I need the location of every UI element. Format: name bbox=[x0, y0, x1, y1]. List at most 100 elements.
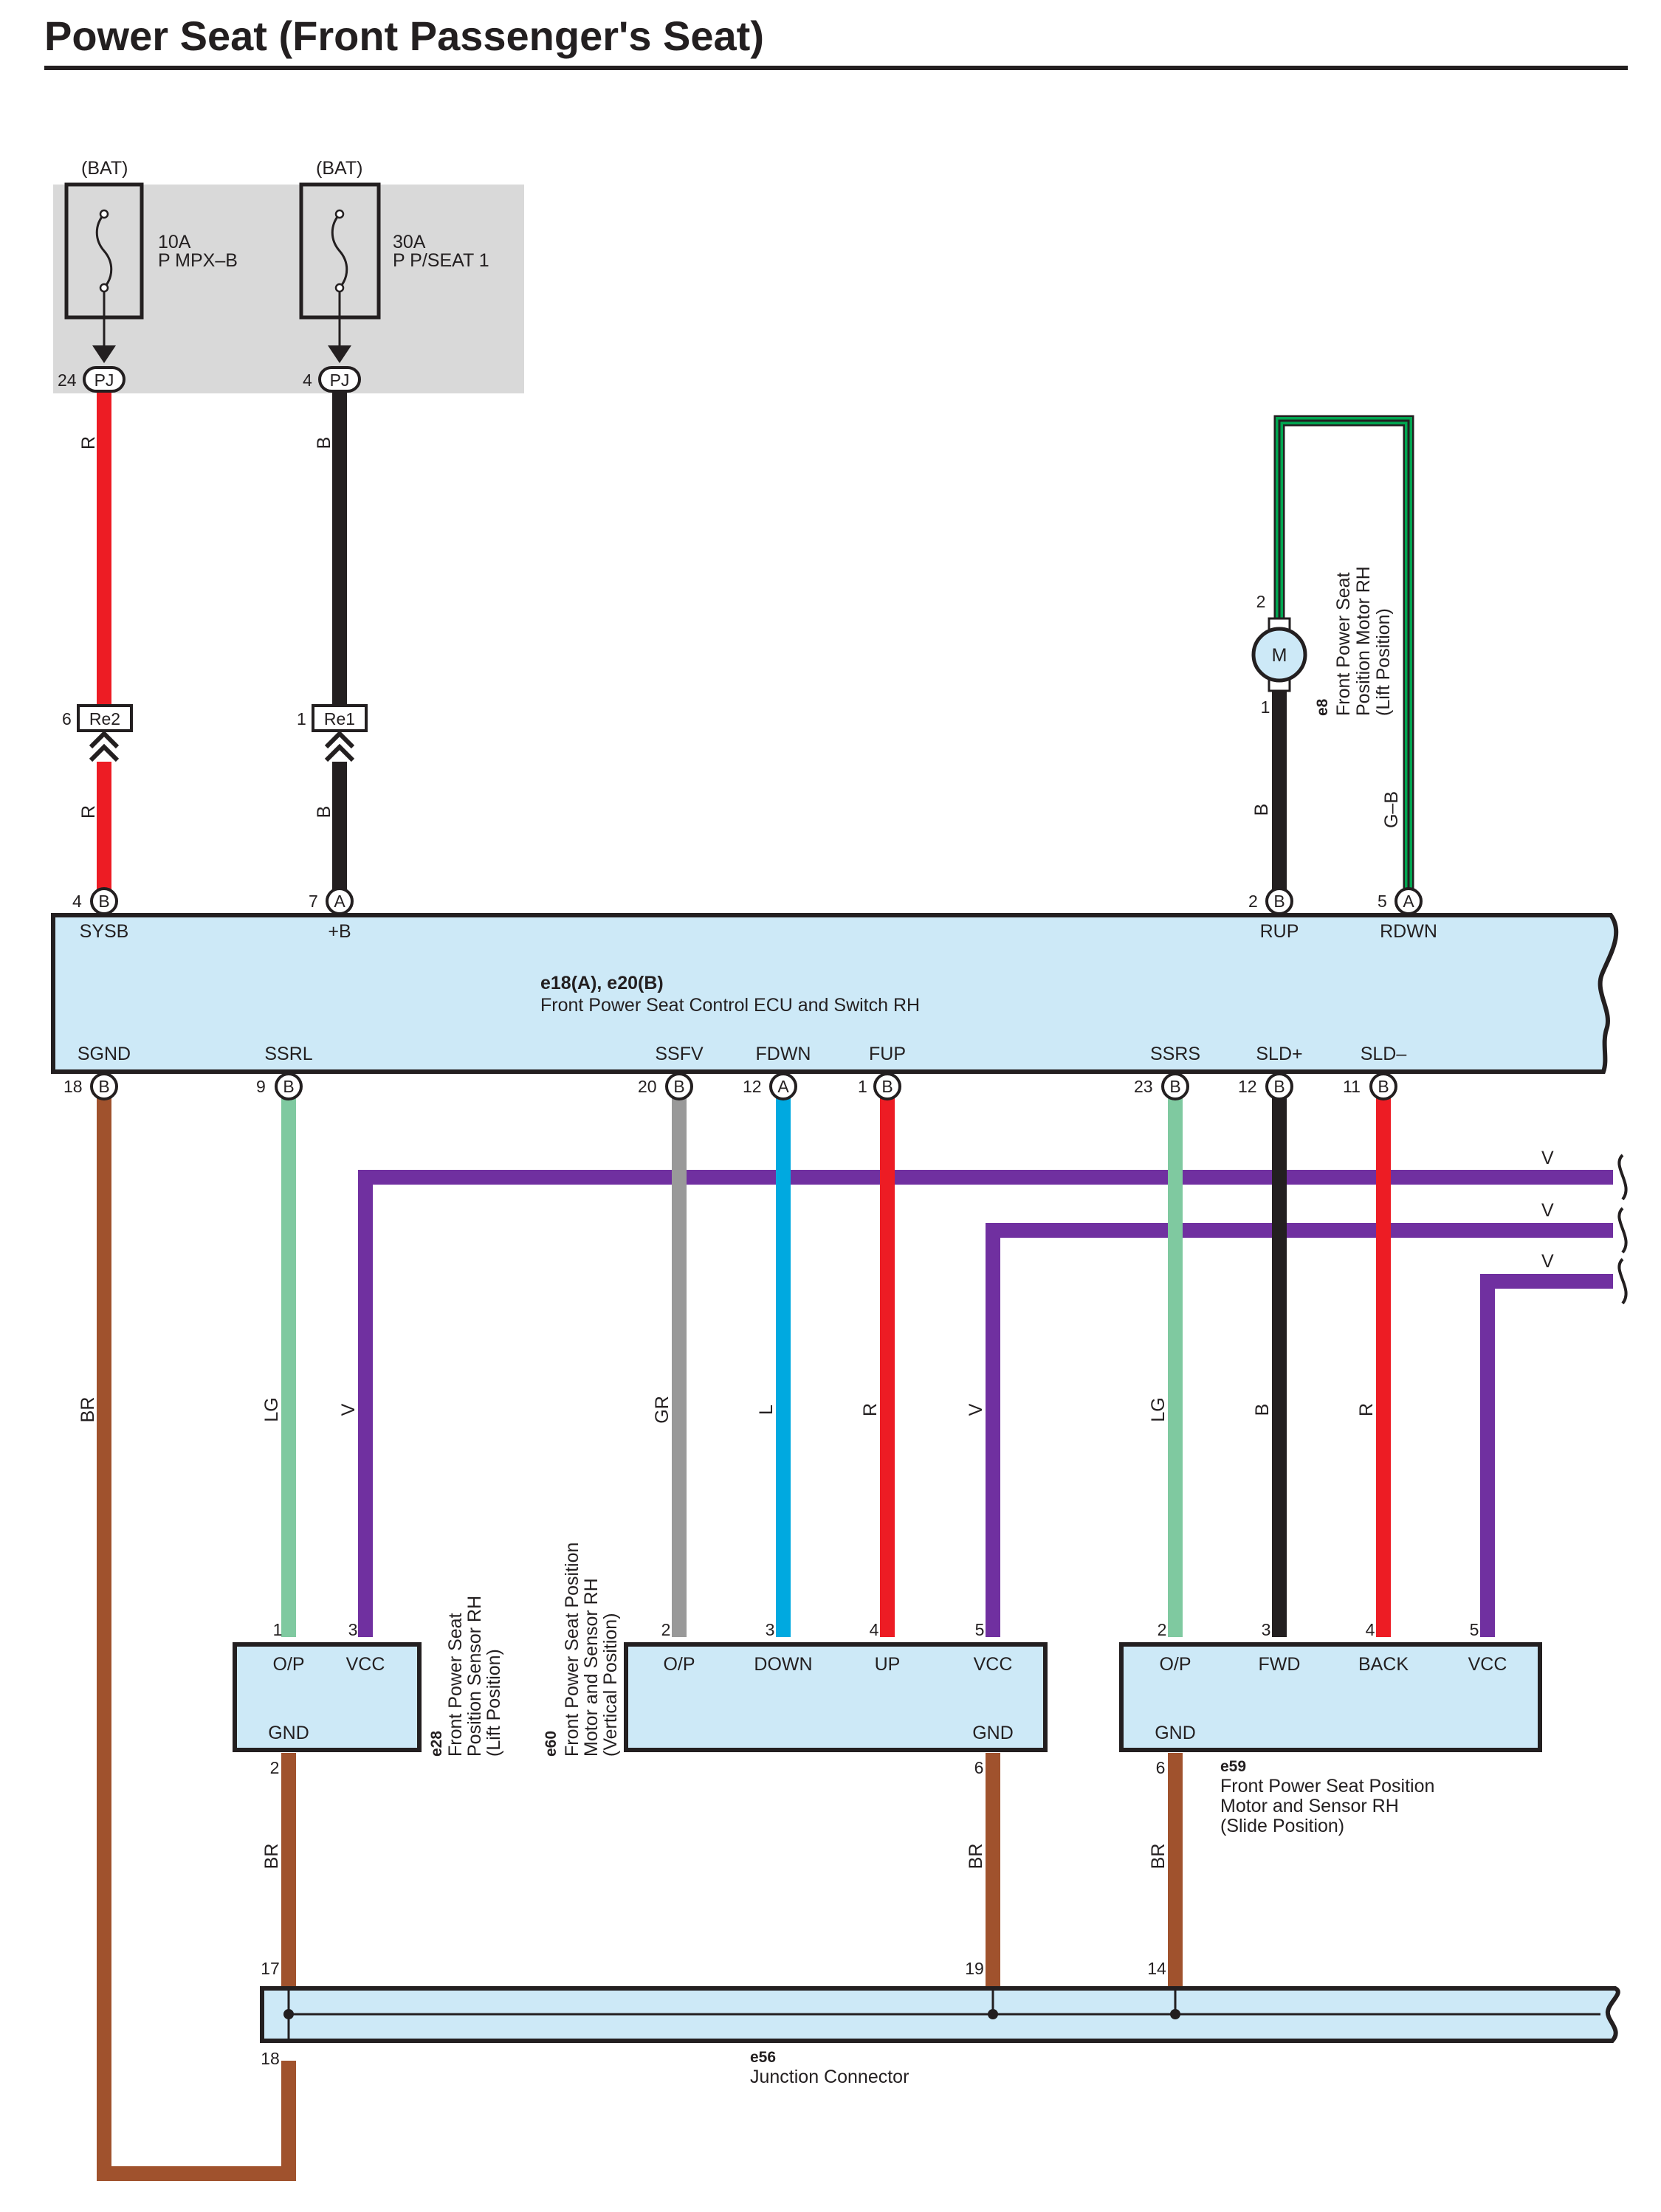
ecu-pin-sld-plus: SLD+ B 12 bbox=[1238, 1044, 1303, 1100]
svg-text:Front Power Seat Position: Front Power Seat Position bbox=[562, 1543, 582, 1757]
wire-color-label: V bbox=[966, 1403, 986, 1416]
fuse-2-name: P P/SEAT 1 bbox=[393, 250, 489, 271]
svg-text:18: 18 bbox=[261, 2049, 280, 2068]
svg-text:Motor and Sensor RH: Motor and Sensor RH bbox=[581, 1578, 602, 1757]
svg-text:19: 19 bbox=[965, 1959, 984, 1978]
wire-color-label: V bbox=[1541, 1200, 1554, 1221]
svg-text:A: A bbox=[1403, 892, 1414, 911]
fuse-1-pin: 24 bbox=[58, 371, 77, 390]
svg-text:B: B bbox=[98, 892, 109, 911]
ecu-pin-rdwn: A 5 RDWN bbox=[1378, 887, 1437, 942]
wire-color-label: R bbox=[78, 805, 99, 819]
wire-break-icon bbox=[1617, 1207, 1628, 1254]
ecu-pin-sgnd: SGND B 18 bbox=[63, 1044, 131, 1100]
svg-text:20: 20 bbox=[638, 1077, 657, 1096]
wire-color-label: BR bbox=[1148, 1844, 1169, 1870]
svg-text:B: B bbox=[98, 1077, 109, 1096]
svg-text:4: 4 bbox=[1366, 1620, 1375, 1639]
svg-text:17: 17 bbox=[261, 1959, 280, 1978]
wire-sgnd bbox=[97, 1085, 296, 2181]
svg-text:VCC: VCC bbox=[1468, 1654, 1507, 1675]
svg-text:B: B bbox=[881, 1077, 893, 1096]
svg-text:5: 5 bbox=[1470, 1620, 1479, 1639]
svg-text:2: 2 bbox=[1158, 1620, 1167, 1639]
fuse-2: (BAT) 30A P P/SEAT 1 4 PJ bbox=[299, 158, 489, 393]
svg-text:O/P: O/P bbox=[1159, 1654, 1191, 1675]
wire-break-icon bbox=[1617, 1258, 1628, 1305]
svg-text:B: B bbox=[1273, 1077, 1285, 1096]
svg-text:2: 2 bbox=[1256, 592, 1266, 611]
svg-text:RDWN: RDWN bbox=[1380, 921, 1437, 942]
ecu-pin-rup: B 2 RUP bbox=[1248, 887, 1299, 942]
connector-pj-2 bbox=[318, 366, 361, 393]
junction-e56-id: e56 bbox=[750, 2049, 776, 2066]
wire-color-label: B bbox=[314, 806, 334, 819]
ecu-id: e18(A), e20(B) bbox=[540, 973, 664, 993]
ecu-body bbox=[51, 913, 1619, 1074]
svg-text:GND: GND bbox=[972, 1723, 1014, 1743]
sensor-e28-id: e28 bbox=[428, 1731, 445, 1757]
fuse-2-source: (BAT) bbox=[316, 158, 362, 179]
svg-text:SSRL: SSRL bbox=[264, 1044, 312, 1064]
svg-text:(Vertical Position): (Vertical Position) bbox=[600, 1613, 621, 1757]
ecu-name: Front Power Seat Control ECU and Switch … bbox=[540, 995, 920, 1016]
wire-color-label: R bbox=[1356, 1403, 1377, 1416]
svg-text:SLD–: SLD– bbox=[1361, 1044, 1407, 1064]
svg-text:BACK: BACK bbox=[1358, 1654, 1409, 1675]
svg-text:Junction Connector: Junction Connector bbox=[750, 2067, 909, 2087]
svg-text:FDWN: FDWN bbox=[756, 1044, 811, 1064]
motor-e59-id: e59 bbox=[1220, 1758, 1246, 1775]
svg-text:Front Power Seat: Front Power Seat bbox=[445, 1613, 466, 1757]
motor-e8-id: e8 bbox=[1314, 698, 1331, 716]
svg-text:SSRS: SSRS bbox=[1150, 1044, 1200, 1064]
ecu-pin-ssrs: SSRS B 23 bbox=[1134, 1044, 1200, 1100]
svg-text:PJ: PJ bbox=[330, 371, 350, 390]
wire-color-label: V bbox=[1541, 1251, 1554, 1272]
svg-text:SYSB: SYSB bbox=[80, 921, 129, 942]
svg-text:1: 1 bbox=[858, 1077, 867, 1096]
svg-text:SLD+: SLD+ bbox=[1256, 1044, 1302, 1064]
fuse-2-pin: 4 bbox=[303, 371, 312, 390]
svg-text:4: 4 bbox=[72, 892, 82, 911]
svg-text:FWD: FWD bbox=[1259, 1654, 1301, 1675]
arrow-down-icon bbox=[92, 345, 116, 363]
svg-text:SGND: SGND bbox=[78, 1044, 131, 1064]
wire-color-label: LG bbox=[261, 1397, 282, 1422]
wire-color-label: G–B bbox=[1381, 791, 1402, 828]
svg-text:3: 3 bbox=[766, 1620, 775, 1639]
svg-text:UP: UP bbox=[875, 1654, 901, 1675]
ecu-pin-sysb: B 4 SYSB bbox=[72, 887, 129, 942]
svg-text:PJ: PJ bbox=[94, 371, 114, 390]
junction-dot bbox=[1170, 2009, 1180, 2019]
svg-text:Re2: Re2 bbox=[89, 709, 120, 728]
svg-text:B: B bbox=[1378, 1077, 1389, 1096]
svg-text:Position Sensor RH: Position Sensor RH bbox=[464, 1596, 485, 1757]
svg-text:O/P: O/P bbox=[663, 1654, 695, 1675]
wire-color-label: B bbox=[1251, 804, 1272, 816]
ecu-pin-ssfv: SSFV B 20 bbox=[638, 1044, 704, 1100]
svg-text:12: 12 bbox=[1238, 1077, 1257, 1096]
svg-text:2: 2 bbox=[661, 1620, 671, 1639]
svg-text:3: 3 bbox=[348, 1620, 358, 1639]
svg-text:Front Power Seat Position: Front Power Seat Position bbox=[1220, 1776, 1434, 1796]
wire-bus-1 bbox=[358, 1170, 1613, 1637]
svg-text:GND: GND bbox=[1155, 1723, 1196, 1743]
svg-text:O/P: O/P bbox=[272, 1654, 304, 1675]
svg-text:SSFV: SSFV bbox=[655, 1044, 704, 1064]
wire-color-label: L bbox=[756, 1405, 777, 1415]
inline-connector-re2: 6 Re2 bbox=[62, 704, 133, 762]
svg-text:23: 23 bbox=[1134, 1077, 1153, 1096]
connector-mate-icon bbox=[324, 730, 355, 762]
svg-text:18: 18 bbox=[63, 1077, 83, 1096]
connector-mate-icon bbox=[89, 730, 120, 762]
motor-icon bbox=[1251, 627, 1307, 683]
svg-text:1: 1 bbox=[1261, 697, 1270, 717]
inline-connector-re1: 1 Re1 bbox=[297, 704, 368, 762]
wire-color-label: BR bbox=[78, 1397, 98, 1423]
svg-text:(Lift Position): (Lift Position) bbox=[484, 1649, 504, 1757]
page-title: Power Seat (Front Passenger's Seat) bbox=[44, 13, 764, 59]
wire-color-label: R bbox=[78, 436, 99, 449]
svg-text:6: 6 bbox=[1156, 1758, 1166, 1777]
svg-text:5: 5 bbox=[1378, 892, 1387, 911]
svg-text:7: 7 bbox=[309, 892, 318, 911]
